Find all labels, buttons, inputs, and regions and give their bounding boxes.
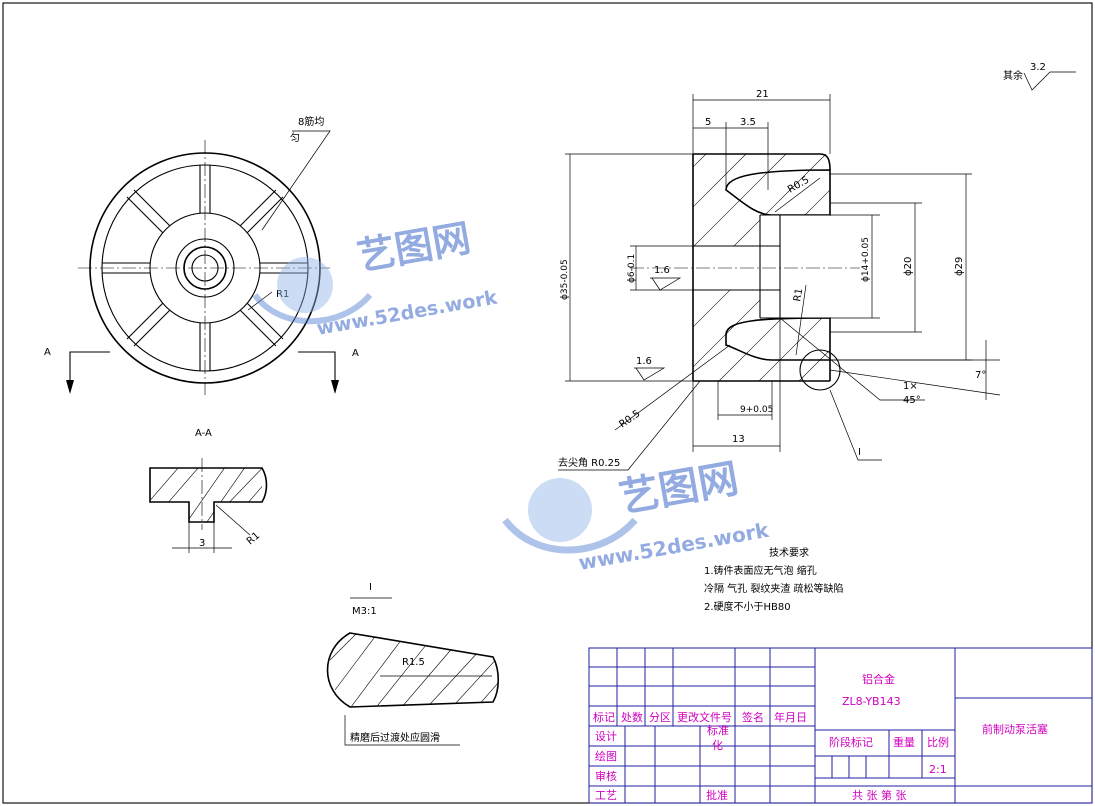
dim-r1: R1: [792, 288, 805, 303]
tb-process: 工艺: [595, 789, 617, 802]
watermark-url-1: www.52des.work: [315, 286, 499, 339]
chamfer-note: 去尖角 R0.25: [558, 456, 620, 469]
dim-phi20: ϕ20: [903, 257, 914, 276]
tb-h-date: 年月日: [774, 710, 807, 724]
front-r1: R1: [276, 289, 289, 300]
dim-5: 5: [705, 117, 711, 128]
tb-standard: 标准: [707, 723, 729, 737]
dim-r0-5-low: R0.5: [617, 408, 642, 430]
tb-h-zone: 分区: [649, 711, 671, 724]
tb-draw: 绘图: [595, 749, 617, 763]
tb-material-code: ZL8-YB143: [842, 695, 901, 708]
tb-stage: 阶段标记: [829, 735, 873, 749]
detail-label: I: [369, 582, 372, 593]
front-view: 8筋均 匀 R1 A A: [44, 115, 359, 395]
section-label: A-A: [195, 428, 212, 439]
tb-design: 设计: [595, 730, 617, 743]
detail-note: 精磨后过渡处应圆滑: [350, 731, 440, 744]
dim-phi29: ϕ29: [954, 257, 965, 276]
tb-scale: 比例: [927, 735, 949, 749]
dim-chamfer-1: 1×: [903, 381, 918, 392]
title-block: 铝合金 ZL8-YB143 前制动泵活塞 标记 处数 分区 更改文件号 签名 年…: [588, 647, 1093, 804]
section-aa: A-A 3 R1: [149, 428, 268, 553]
tb-approve: 批准: [706, 788, 728, 802]
dim-phi35: ϕ35-0.05: [560, 259, 570, 300]
watermark-brand-1: 艺图网: [354, 216, 474, 279]
tb-h-mark: 标记: [593, 710, 615, 724]
dim-9: 9+0.05: [740, 405, 773, 415]
tb-h-doc: 更改文件号: [677, 710, 732, 724]
detail-callout: I: [858, 447, 861, 458]
arrow-a-right: A: [352, 348, 359, 359]
tb-h-count: 处数: [621, 711, 643, 724]
tb-material: 铝合金: [862, 672, 895, 686]
dim-21: 21: [756, 89, 769, 100]
rough-other: 其余: [1003, 69, 1023, 82]
dim-chamfer-45: 45°: [903, 395, 921, 406]
tb-check: 审核: [595, 769, 617, 783]
dim-angle-7: 7°: [975, 370, 986, 381]
tech-line-2: 冷隔 气孔 裂纹夹渣 疏松等缺陷: [704, 582, 844, 595]
tb-part-name: 前制动泵活塞: [982, 722, 1048, 736]
tb-sheets: 共 张 第 张: [852, 788, 907, 802]
rough-other-value: 3.2: [1030, 62, 1046, 73]
tb-h-sign: 签名: [742, 710, 764, 724]
dim-3-5: 3.5: [740, 117, 756, 128]
rough-1-6-a: 1.6: [654, 265, 670, 276]
arrow-a-left: A: [44, 347, 51, 358]
dim-r0-5-top: R0.5: [786, 175, 811, 196]
rough-1-6-b: 1.6: [636, 356, 652, 367]
spokes-note: 8筋均: [298, 115, 324, 128]
dim-phi14: ϕ14+0.05: [861, 237, 871, 282]
dim-phi6: ϕ6-0.1: [627, 254, 637, 283]
tech-title: 技术要求: [769, 546, 809, 559]
watermark-globe-2: [502, 478, 638, 554]
watermark-globe-1: [252, 257, 373, 325]
section-dim-3: 3: [199, 538, 205, 549]
dim-13: 13: [732, 434, 745, 445]
tb-weight: 重量: [893, 735, 915, 749]
main-section: I 21 5 3.5 R0.5 ϕ35-0.05 ϕ6-0.1 1.6 ϕ14+…: [558, 62, 1076, 471]
tech-line-3: 2.硬度不小于HB80: [704, 600, 791, 613]
tech-line-1: 1.铸件表面应无气泡 缩孔: [704, 564, 817, 577]
watermark-brand-2: 艺图网: [616, 456, 742, 522]
tb-scale-value: 2:1: [929, 763, 947, 776]
tb-standard-2: 化: [712, 738, 723, 752]
detail-radius: R1.5: [402, 657, 425, 668]
detail-scale: M3:1: [352, 606, 377, 617]
tech-requirements: 技术要求 1.铸件表面应无气泡 缩孔 冷隔 气孔 裂纹夹渣 疏松等缺陷 2.硬度…: [704, 546, 844, 613]
spokes-note-2: 匀: [290, 132, 300, 144]
detail-view: I M3:1 R1.5 精磨后过渡处应圆滑: [326, 582, 500, 746]
